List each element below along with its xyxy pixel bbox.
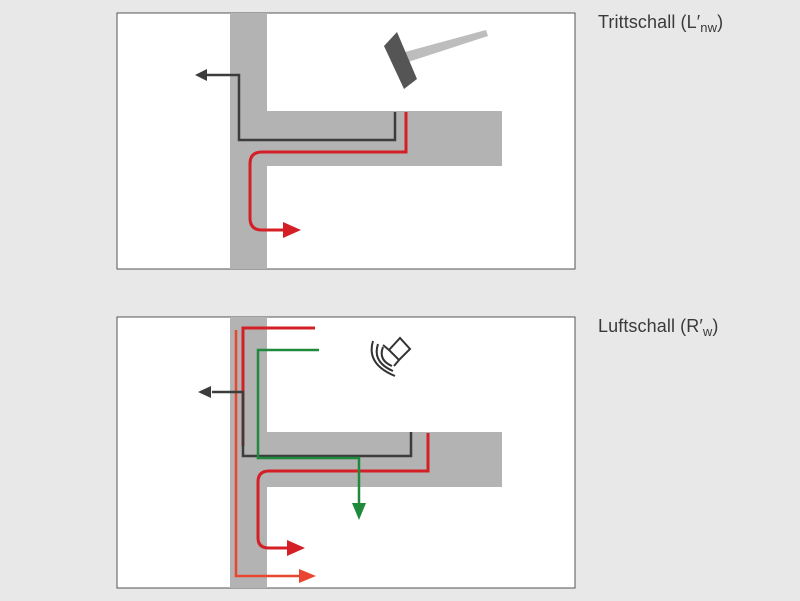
- airborne-sound-panel: [116, 316, 576, 589]
- direct-path-green: [256, 348, 361, 505]
- direct-path-red: [248, 112, 408, 232]
- impact-sound-label: Trittschall (L′nw): [598, 12, 724, 35]
- arrowhead-red: [287, 540, 305, 556]
- floor-slab: [267, 111, 502, 166]
- arrowhead-gray: [195, 69, 207, 81]
- floor-slab: [267, 432, 502, 487]
- arrowhead-green: [352, 503, 366, 520]
- arrowhead-red: [283, 222, 301, 238]
- impact-sound-panel: [116, 12, 576, 270]
- hammer-icon: [384, 30, 488, 89]
- flanking-path-gray: [205, 73, 397, 142]
- flanking-path-orange: [234, 330, 300, 578]
- arrowhead-gray: [198, 386, 211, 398]
- airborne-sound-label: Luftschall (R′w): [598, 316, 719, 339]
- loudspeaker-icon: [370, 336, 412, 377]
- flanking-path-gray: [212, 390, 413, 458]
- arrowhead-orange: [299, 569, 316, 583]
- building-structure: [230, 13, 502, 269]
